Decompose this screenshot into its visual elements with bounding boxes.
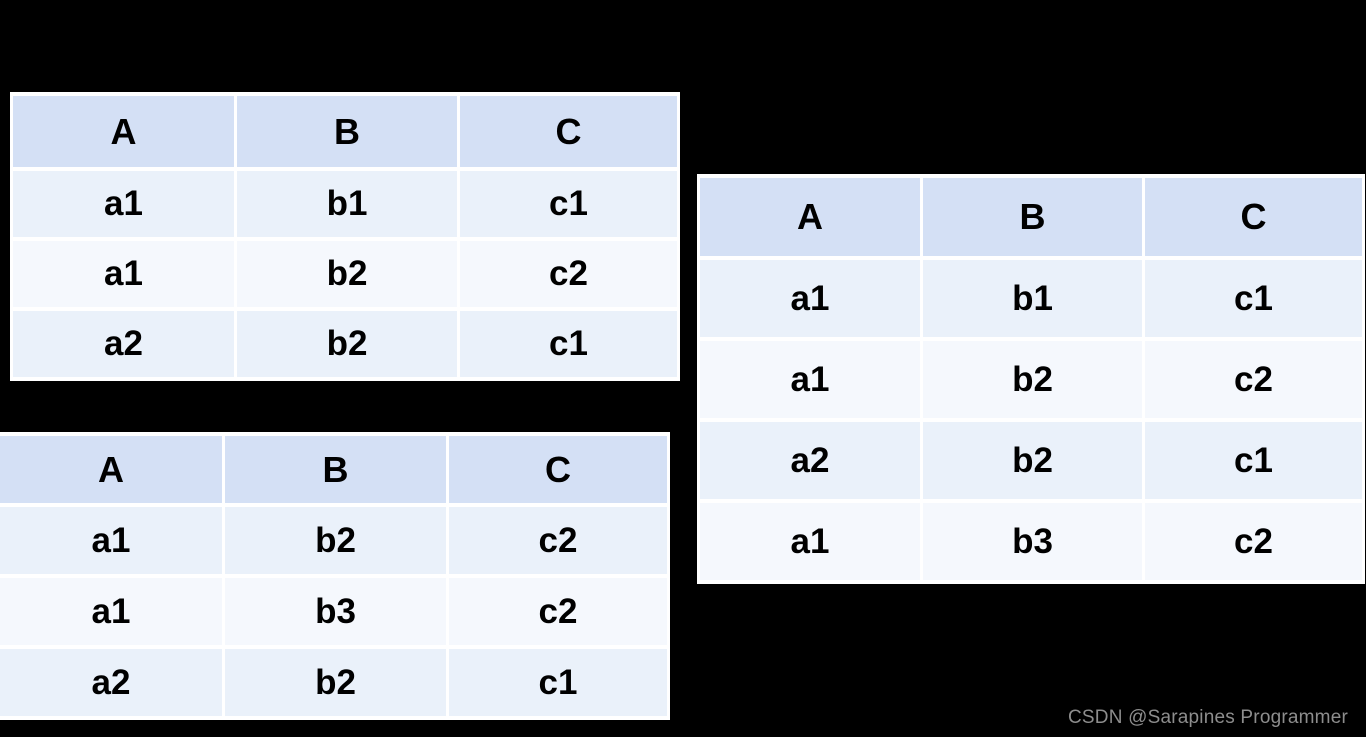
table-row: a1 b2 c2 [700, 341, 1362, 418]
table-row: a1 b2 c2 [13, 241, 677, 307]
right-table: A B C a1 b1 c1 a1 b2 c2 a2 b2 c1 a1 b3 c… [697, 174, 1365, 584]
cell-c: c2 [1145, 341, 1362, 418]
cell-b: b2 [225, 649, 446, 716]
cell-a: a2 [13, 311, 234, 377]
cell-c: c1 [460, 311, 677, 377]
cell-b: b2 [923, 422, 1142, 499]
column-header-c: C [449, 436, 667, 503]
table-header-row: A B C [13, 96, 677, 167]
cell-a: a1 [700, 503, 920, 580]
column-header-c: C [460, 96, 677, 167]
table-row: a2 b2 c1 [0, 649, 667, 716]
cell-a: a1 [700, 260, 920, 337]
cell-b: b3 [225, 578, 446, 645]
cell-c: c2 [449, 578, 667, 645]
cell-a: a1 [0, 578, 222, 645]
table-row: a2 b2 c1 [13, 311, 677, 377]
cell-a: a1 [0, 507, 222, 574]
cell-c: c1 [449, 649, 667, 716]
column-header-a: A [700, 178, 920, 256]
table-header-row: A B C [0, 436, 667, 503]
cell-c: c1 [460, 171, 677, 237]
bottom-left-table: A B C a1 b2 c2 a1 b3 c2 a2 b2 c1 [0, 432, 670, 720]
table-row: a1 b3 c2 [700, 503, 1362, 580]
table-header-row: A B C [700, 178, 1362, 256]
top-left-table: A B C a1 b1 c1 a1 b2 c2 a2 b2 c1 [10, 92, 680, 381]
cell-c: c2 [1145, 503, 1362, 580]
table-row: a1 b1 c1 [700, 260, 1362, 337]
cell-a: a1 [13, 241, 234, 307]
column-header-a: A [13, 96, 234, 167]
cell-c: c1 [1145, 422, 1362, 499]
cell-b: b2 [237, 311, 457, 377]
cell-b: b2 [225, 507, 446, 574]
column-header-b: B [237, 96, 457, 167]
cell-c: c2 [460, 241, 677, 307]
cell-b: b2 [237, 241, 457, 307]
cell-b: b1 [923, 260, 1142, 337]
cell-b: b1 [237, 171, 457, 237]
column-header-b: B [923, 178, 1142, 256]
column-header-b: B [225, 436, 446, 503]
cell-c: c2 [449, 507, 667, 574]
column-header-a: A [0, 436, 222, 503]
watermark-text: CSDN @Sarapines Programmer [1067, 707, 1348, 728]
cell-a: a2 [0, 649, 222, 716]
table-row: a1 b3 c2 [0, 578, 667, 645]
cell-a: a1 [700, 341, 920, 418]
cell-a: a1 [13, 171, 234, 237]
table-row: a1 b1 c1 [13, 171, 677, 237]
cell-b: b2 [923, 341, 1142, 418]
table-row: a2 b2 c1 [700, 422, 1362, 499]
cell-b: b3 [923, 503, 1142, 580]
cell-a: a2 [700, 422, 920, 499]
table-row: a1 b2 c2 [0, 507, 667, 574]
column-header-c: C [1145, 178, 1362, 256]
cell-c: c1 [1145, 260, 1362, 337]
